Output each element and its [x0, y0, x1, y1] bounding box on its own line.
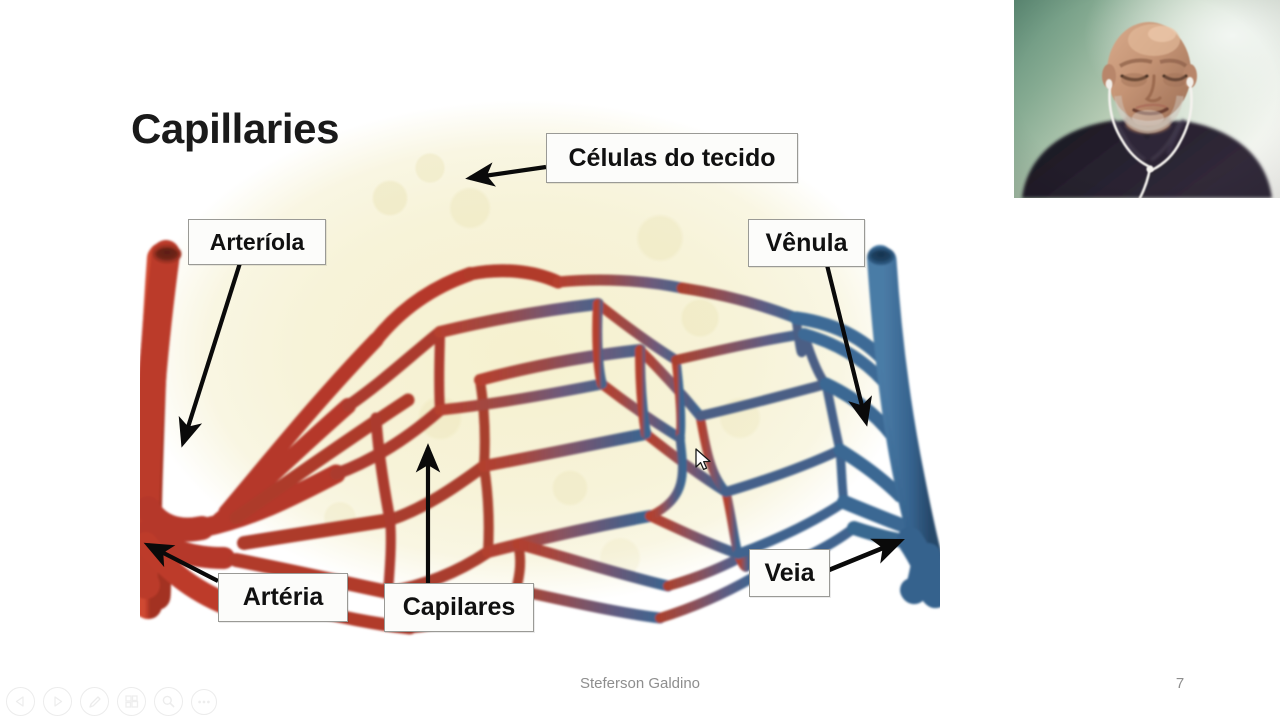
triangle-right-icon	[54, 696, 63, 707]
pen-annotate-button[interactable]	[80, 687, 109, 716]
callout-veia: Veia	[749, 549, 830, 597]
pen-icon	[88, 695, 101, 708]
slide-title: Capillaries	[131, 105, 340, 152]
magnifier-icon	[162, 695, 175, 708]
ellipsis-icon	[198, 700, 210, 703]
callout-arteria: Artéria	[218, 573, 348, 622]
viewer-toolbar	[6, 687, 217, 716]
previous-slide-button[interactable]	[6, 687, 35, 716]
grid-icon	[125, 695, 139, 708]
mouse-cursor	[695, 448, 711, 471]
presenter-webcam-video[interactable]	[1014, 0, 1280, 198]
presenter-figure	[1022, 22, 1272, 198]
more-options-button[interactable]	[191, 688, 217, 715]
next-slide-button[interactable]	[43, 687, 72, 716]
callout-capilares: Capilares	[384, 583, 534, 632]
webcam-vignette	[1014, 0, 1280, 198]
footer-author: Steferson Galdino	[579, 675, 701, 692]
callout-arteriola: Arteríola	[188, 219, 326, 265]
zoom-button[interactable]	[154, 687, 183, 716]
triangle-left-icon	[15, 696, 24, 707]
callout-celulas-do-tecido: Células do tecido	[546, 133, 798, 183]
callout-venula: Vênula	[748, 219, 865, 267]
page-number: 7	[1175, 675, 1185, 692]
slide-grid-button[interactable]	[117, 687, 146, 716]
